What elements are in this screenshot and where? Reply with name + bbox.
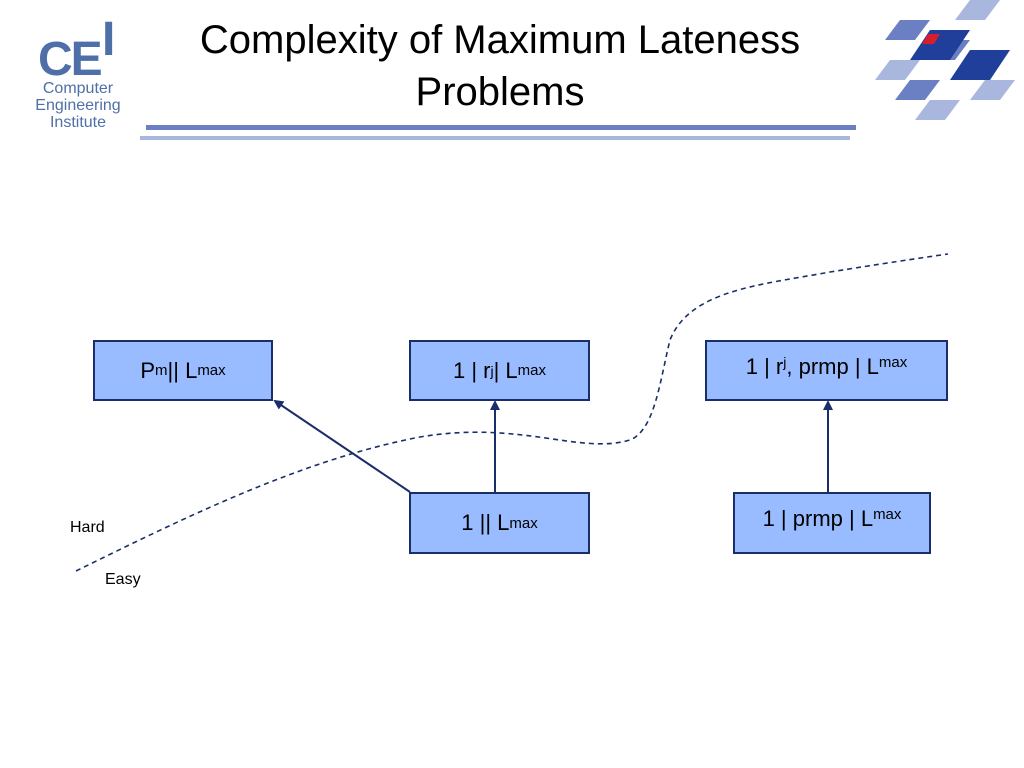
label-hard: Hard [70, 519, 105, 536]
node-rj-mid: | L [493, 357, 518, 383]
title-underline-light [140, 136, 850, 140]
logo-mark-i: I [102, 13, 116, 66]
node-pm-sub2: max [197, 362, 226, 379]
slide-title: Complexity of Maximum Lateness Problems [150, 14, 850, 118]
hard-easy-boundary-curve [75, 253, 949, 572]
corner-pattern-decoration [875, 0, 1015, 120]
logo-text: Computer Engineering Institute [28, 80, 128, 131]
logo-mark-ce: CE [38, 33, 103, 86]
logo-line-engineering: Engineering [35, 97, 121, 114]
node-pm-main: P [140, 357, 156, 383]
node-pm-sub: m [155, 362, 168, 379]
node-rj-prmp-sub2: max [878, 354, 908, 371]
label-easy: Easy [105, 571, 141, 588]
node-prmp-sub2: max [873, 506, 902, 523]
logo-line-institute: Institute [49, 114, 107, 131]
node-prmp-main: 1 | prmp | L [762, 506, 874, 531]
node-rj-prmp-main: 1 | r [745, 354, 784, 379]
cei-logo: CE I Computer Engineering Institute [28, 13, 138, 132]
node-rj-main: 1 | r [452, 357, 491, 383]
arrow-base-to-pm [273, 399, 411, 493]
node-pm-mid: || L [167, 357, 198, 383]
node-base-sub2: max [509, 514, 538, 532]
node-rj-prmp-sub: j [783, 354, 787, 370]
node-rj-prmp-mid: , prmp | L [786, 354, 879, 379]
title-line-2: Problems [415, 70, 585, 114]
node-rj-sub2: max [517, 362, 547, 379]
title-underline-dark [146, 125, 856, 130]
logo-line-computer: Computer [42, 80, 114, 97]
node-base-main: 1 || L [461, 510, 510, 535]
title-line-1: Complexity of Maximum Lateness [199, 18, 801, 62]
node-rj-sub: j [490, 362, 494, 379]
